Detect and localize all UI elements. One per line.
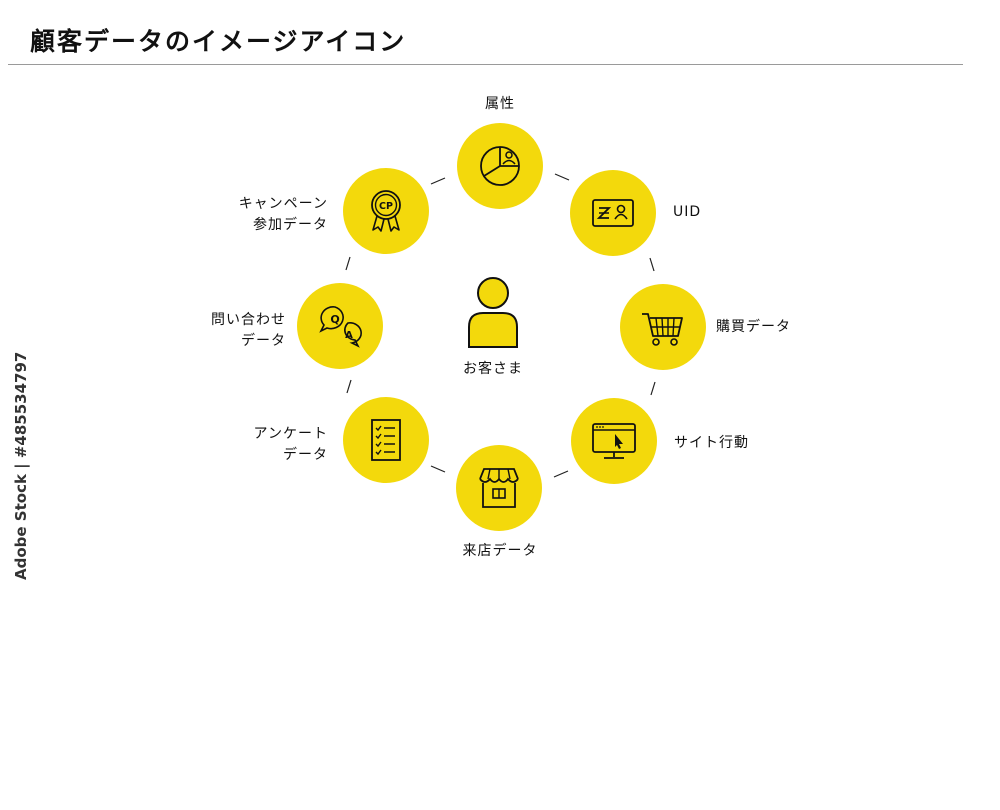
person-icon: [468, 277, 518, 348]
label-survey-line1: アンケート: [253, 426, 328, 442]
label-survey-line2: データ: [283, 447, 328, 463]
node-campaign: CP: [343, 168, 429, 254]
watermark: Adobe Stock | #485534797: [12, 351, 30, 580]
svg-text:A: A: [345, 330, 353, 341]
node-store-visit: [456, 445, 542, 531]
monitor-cursor-icon: [592, 423, 636, 459]
connector-line: [345, 256, 351, 271]
connector-line: [649, 257, 655, 272]
label-site-behavior: サイト行動: [674, 435, 749, 451]
label-inquiry: 問い合わせ データ: [176, 310, 286, 352]
id-card-icon: [592, 199, 634, 227]
node-attributes: [457, 123, 543, 209]
label-campaign-line2: 参加データ: [253, 217, 328, 233]
node-inquiry: Q A: [297, 283, 383, 369]
label-inquiry-line2: データ: [241, 333, 286, 349]
label-campaign-line1: キャンペーン: [238, 196, 328, 212]
label-inquiry-line1: 問い合わせ: [211, 312, 286, 328]
connector-line: [553, 470, 569, 478]
node-purchase: [620, 284, 706, 370]
title-divider: [8, 64, 963, 65]
label-uid: UID: [673, 204, 702, 220]
pie-chart-person-icon: [480, 146, 520, 186]
label-store-visit: 来店データ: [462, 543, 538, 559]
label-attributes: 属性: [485, 96, 515, 112]
svg-text:Q: Q: [330, 313, 339, 326]
connector-line: [650, 381, 656, 396]
label-campaign: キャンペーン 参加データ: [218, 194, 328, 236]
connector-line: [554, 173, 570, 181]
cp-badge-icon: CP: [371, 190, 401, 232]
node-survey: [343, 397, 429, 483]
qa-bubbles-icon: Q A: [319, 306, 362, 348]
label-survey: アンケート データ: [218, 424, 328, 466]
storefront-icon: [479, 468, 519, 508]
cp-badge-text: CP: [379, 201, 393, 212]
center-label: お客さま: [463, 361, 523, 377]
label-purchase: 購買データ: [716, 319, 791, 335]
connector-line: [430, 177, 446, 185]
page-title: 顧客データのイメージアイコン: [30, 27, 407, 56]
node-site-behavior: [571, 398, 657, 484]
customer-figure: [463, 275, 523, 355]
node-uid: [570, 170, 656, 256]
connector-line: [430, 465, 446, 473]
shopping-cart-icon: [642, 313, 683, 346]
cycle-connectors: [345, 173, 656, 478]
connector-line: [346, 379, 352, 394]
checklist-icon: [371, 419, 401, 461]
